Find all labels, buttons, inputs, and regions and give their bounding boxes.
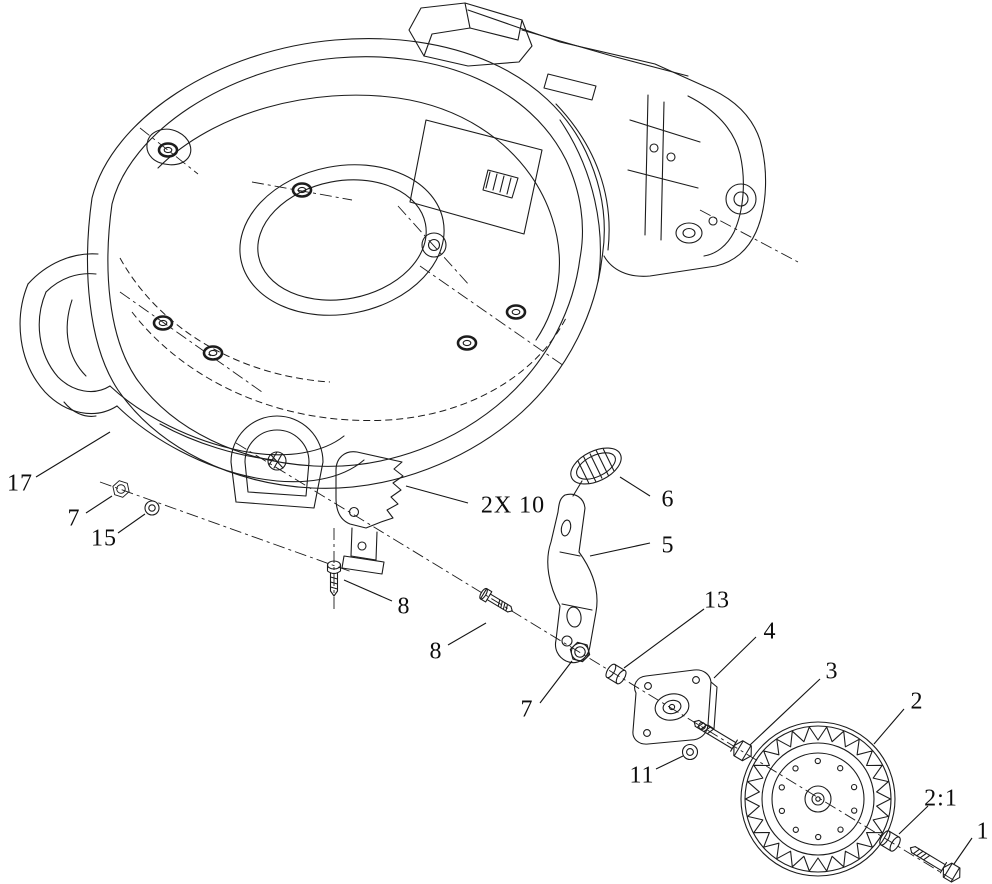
wheel-bracket-artwork xyxy=(632,669,718,745)
screw-8-top xyxy=(326,560,342,597)
screw-8-axis xyxy=(479,587,513,613)
wheel-bolt-artwork xyxy=(909,846,961,883)
callout-7-lower: 7 xyxy=(520,696,534,723)
leader-lines xyxy=(35,431,973,865)
callout-11: 11 xyxy=(629,762,655,789)
mower-deck-artwork xyxy=(87,38,605,489)
callout-1: 1 xyxy=(976,818,990,845)
callout-3: 3 xyxy=(825,658,839,685)
front-bracket-artwork xyxy=(230,415,324,509)
deck-bolt-bosses xyxy=(152,142,527,361)
callout-13: 13 xyxy=(704,587,730,614)
washer-11 xyxy=(681,743,699,761)
callout-15: 15 xyxy=(91,525,117,552)
callout-2x10: 2X 10 xyxy=(480,492,546,519)
nut-7-left xyxy=(112,480,130,498)
serrated-bracket-artwork xyxy=(335,451,404,575)
callout-4: 4 xyxy=(763,618,777,645)
nut-7-axis xyxy=(569,641,591,663)
hub-holes xyxy=(778,757,858,841)
lever-artwork xyxy=(547,493,598,664)
bushing-artwork xyxy=(879,830,901,852)
hardware-artwork xyxy=(112,480,699,761)
lever-knob-artwork xyxy=(570,447,622,497)
callout-2: 2 xyxy=(910,688,924,715)
callout-5: 5 xyxy=(661,532,675,559)
callout-2-1: 2:1 xyxy=(924,785,958,812)
washer-15 xyxy=(144,500,160,516)
discharge-chute-artwork xyxy=(19,253,365,483)
callout-17: 17 xyxy=(7,470,33,497)
callout-8-top: 8 xyxy=(397,593,411,620)
spacer-13 xyxy=(605,663,627,685)
wheel-artwork xyxy=(740,721,896,877)
axle-bolt-artwork xyxy=(693,719,752,762)
callout-6: 6 xyxy=(661,486,675,513)
rear-housing-artwork xyxy=(408,2,767,277)
callout-7-left: 7 xyxy=(67,505,81,532)
callout-8-lower: 8 xyxy=(429,638,443,665)
